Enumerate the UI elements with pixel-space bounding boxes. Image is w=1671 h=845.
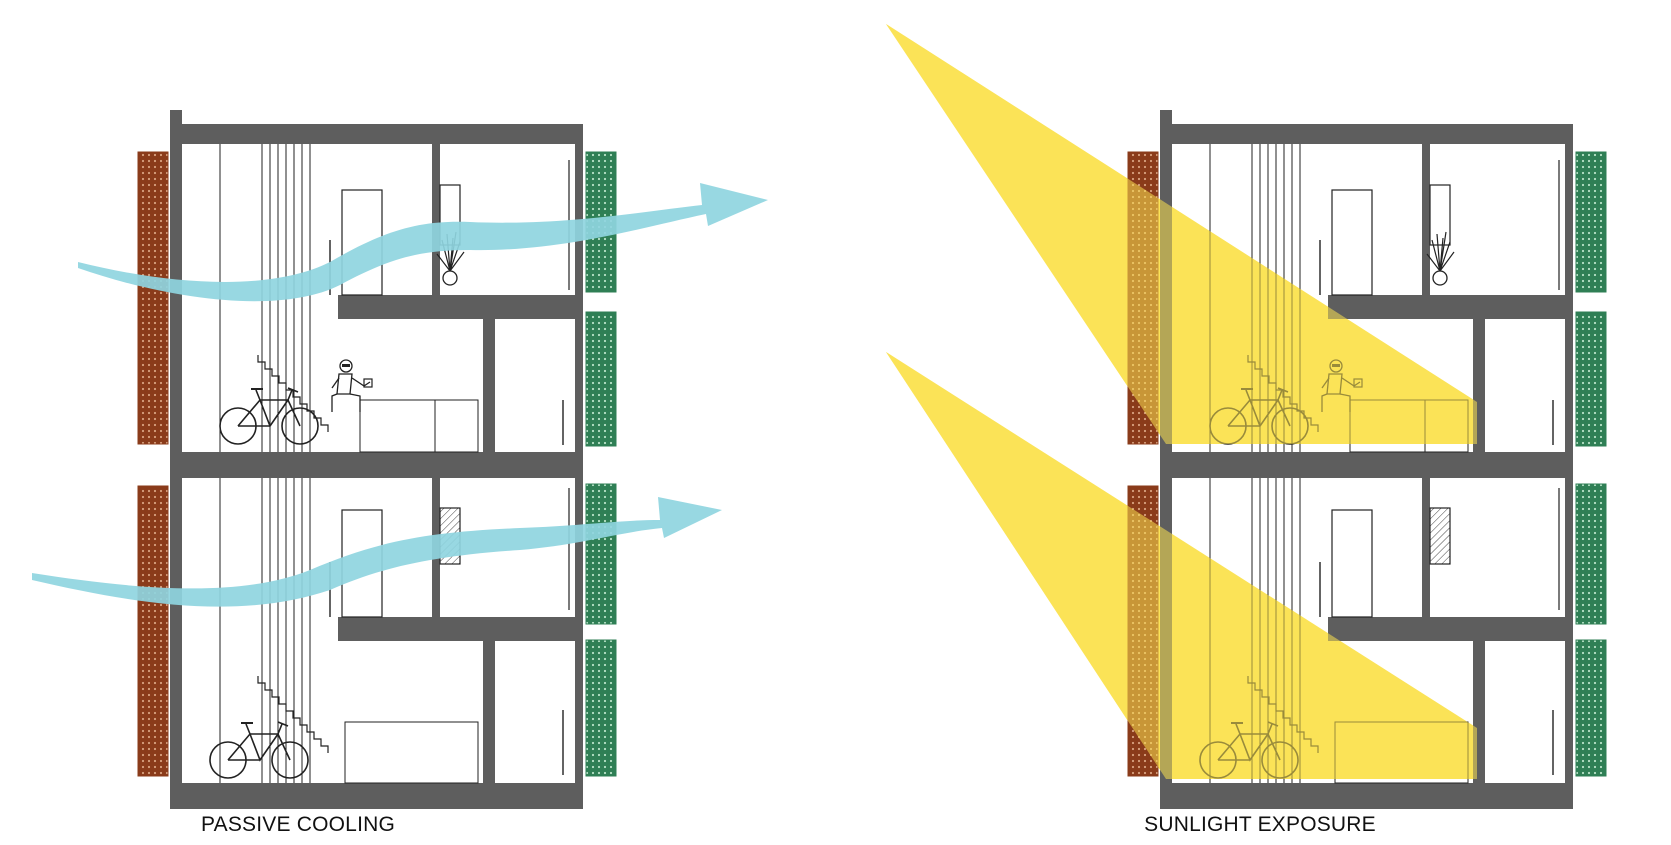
door-outline	[1331, 189, 1373, 296]
airflow-arrow-icon	[78, 183, 768, 302]
door-outline	[1331, 509, 1373, 618]
rear-wall	[170, 144, 182, 784]
front-wall	[1565, 124, 1573, 809]
partition-wall	[483, 319, 495, 452]
caption-sunlight-exposure: SUNLIGHT EXPOSURE	[1144, 813, 1376, 836]
caption-passive-cooling: PASSIVE COOLING	[201, 813, 395, 836]
mezzanine-slab-lower	[338, 617, 583, 641]
counter	[344, 721, 479, 784]
green-screen	[585, 483, 617, 625]
partition-wall	[1422, 144, 1430, 295]
partition-wall	[483, 641, 495, 783]
partition-wall	[432, 144, 440, 295]
mezzanine-slab-lower	[1328, 617, 1573, 641]
floor-slab-middle	[1160, 452, 1573, 478]
airflow-arrows	[32, 183, 768, 607]
roof-slab	[170, 124, 583, 144]
bicycle-icon	[209, 721, 309, 779]
floor-slab-ground	[170, 783, 583, 809]
front-wall	[575, 124, 583, 809]
counter	[359, 399, 479, 453]
building-section-left	[137, 110, 617, 809]
roof-slab	[1160, 124, 1573, 144]
green-screen	[1575, 639, 1607, 777]
green-screen	[1575, 151, 1607, 293]
partition-wall	[1422, 478, 1430, 617]
brick-screen	[137, 485, 169, 777]
airflow-arrow-icon	[32, 497, 722, 607]
floor-slab-ground	[1160, 783, 1573, 809]
person-icon	[331, 359, 373, 413]
green-screen	[1575, 311, 1607, 447]
green-screen	[585, 311, 617, 447]
bicycle-icon	[219, 387, 319, 445]
mezzanine-slab-upper	[1328, 295, 1573, 319]
window-shutter	[1429, 507, 1451, 565]
sunlight-overlay	[886, 24, 1477, 779]
mezzanine-slab-upper	[338, 295, 583, 319]
green-screen	[585, 639, 617, 777]
parapet	[1160, 110, 1172, 144]
parapet	[170, 110, 182, 144]
brick-screen	[137, 151, 169, 445]
green-screen	[1575, 483, 1607, 625]
window-shutter	[1429, 184, 1451, 246]
floor-slab-middle	[170, 452, 583, 478]
